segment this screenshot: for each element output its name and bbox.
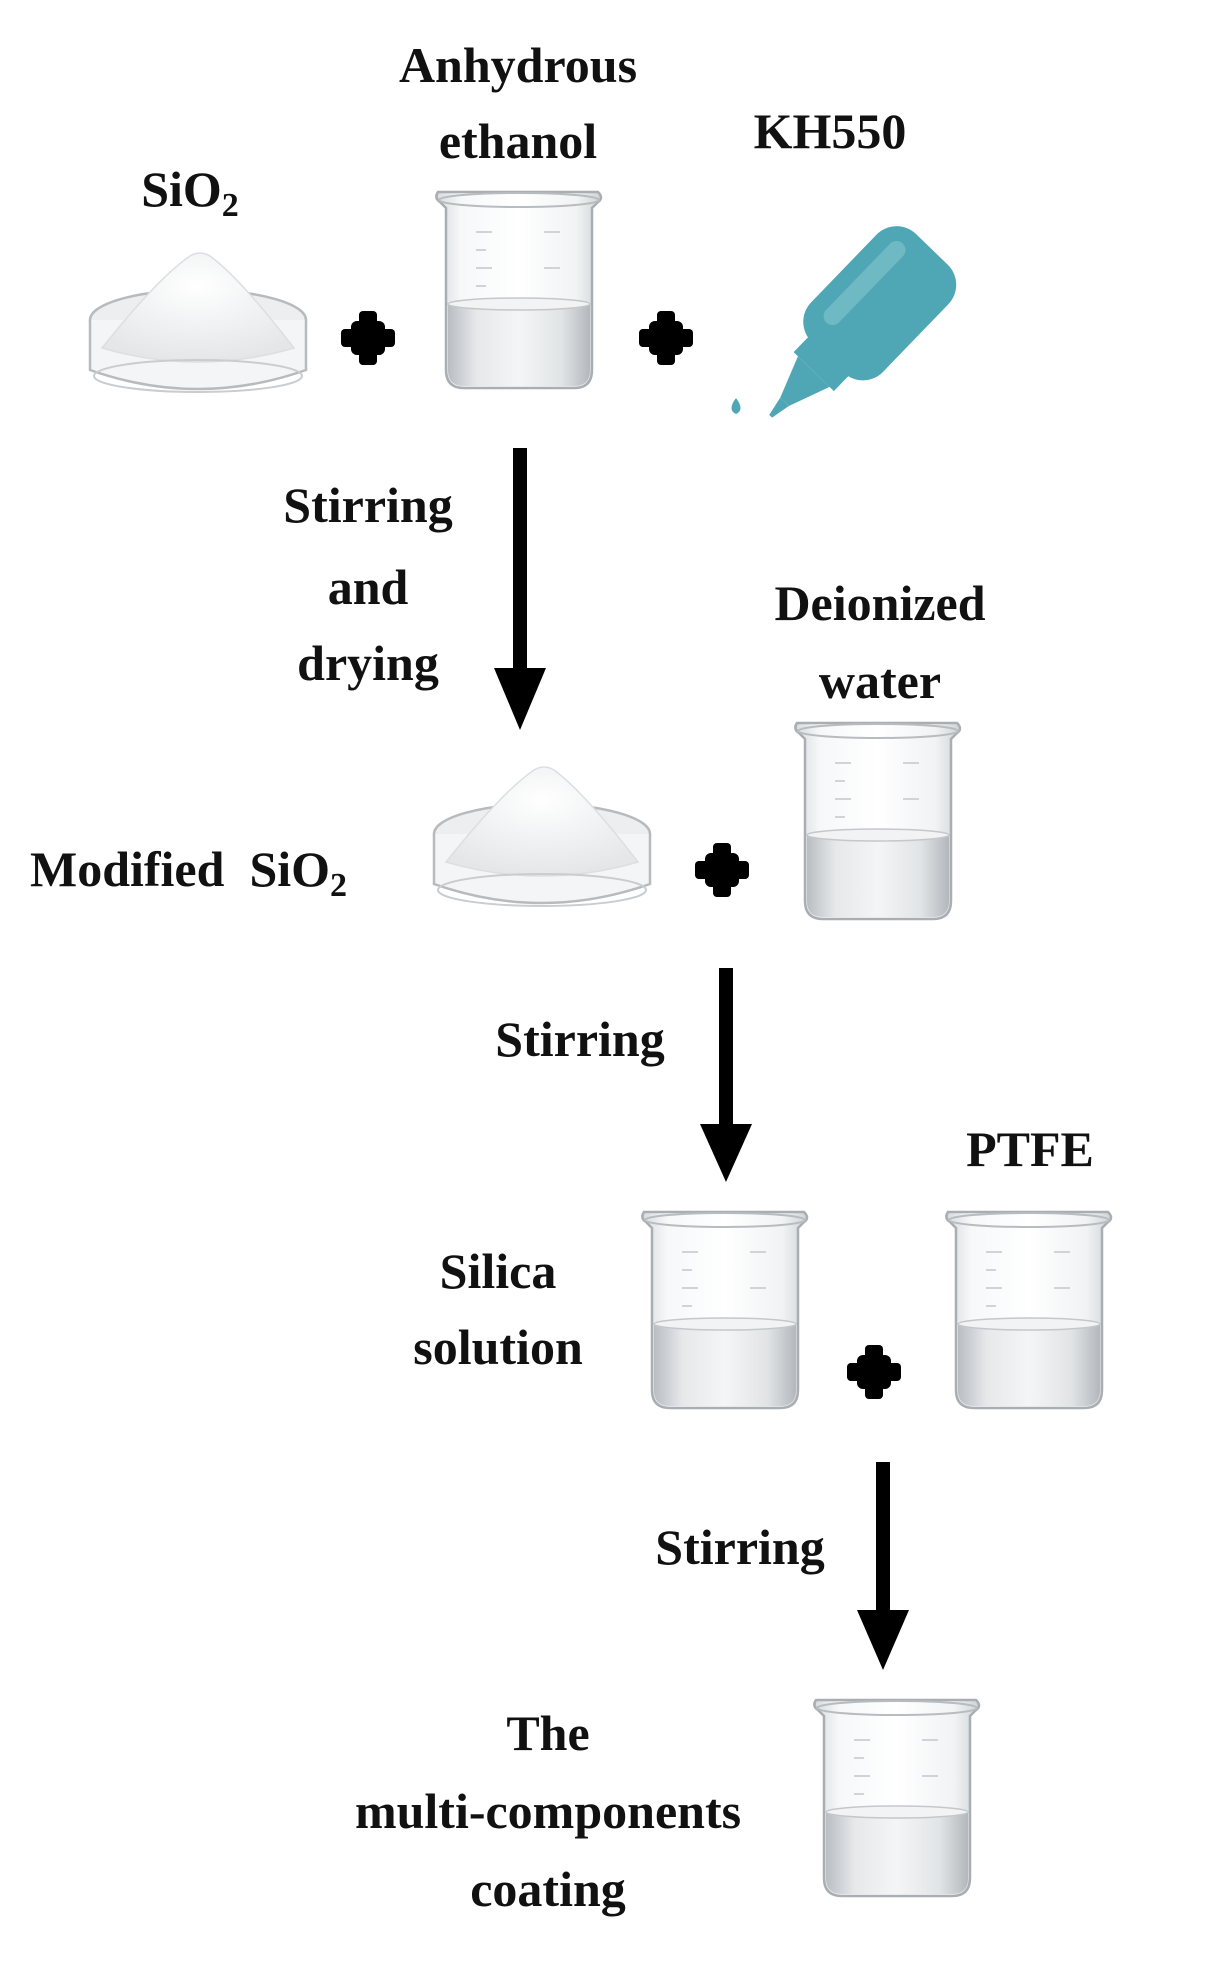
step1-label-line3: drying: [297, 635, 439, 691]
step1-label-line1: Stirring: [283, 477, 453, 533]
step3-label: Stirring: [655, 1519, 825, 1575]
deionized-water-label-line1: Deionized: [774, 575, 986, 631]
plus-icon: [639, 311, 693, 365]
down-arrow-icon: [857, 1462, 909, 1670]
deionized-water-label-line2: water: [818, 653, 942, 709]
anhydrous-ethanol-beaker-icon: [435, 190, 603, 390]
final-coating-label-line2: multi-components: [354, 1783, 742, 1839]
silica-solution-label-line1: Silica: [439, 1243, 557, 1299]
deionized-water-beaker-icon: [794, 721, 962, 921]
down-arrow-icon: [494, 448, 546, 730]
anhydrous-ethanol-label-line2: ethanol: [438, 113, 598, 169]
kh550-label: KH550: [753, 103, 907, 159]
step1-label-line2: and: [327, 559, 409, 615]
sio2-label: SiO2: [141, 161, 239, 224]
down-arrow-icon: [700, 968, 752, 1182]
final-coating-label-line3: coating: [470, 1861, 626, 1917]
plus-icon: [847, 1345, 901, 1399]
sio2-dish-icon: [88, 251, 308, 394]
ptfe-label: PTFE: [966, 1121, 1094, 1177]
plus-icon: [341, 311, 395, 365]
silica-solution-label-line2: solution: [413, 1319, 583, 1375]
step2-label: Stirring: [495, 1011, 665, 1067]
modified-sio2-dish-icon: [432, 765, 652, 908]
final-coating-label-line1: The: [506, 1705, 590, 1761]
dropper-bottle-icon: [769, 226, 957, 418]
droplet-icon: [731, 398, 741, 414]
silica-solution-beaker-icon: [641, 1210, 809, 1410]
final-coating-beaker-icon: [813, 1698, 981, 1898]
plus-icon: [695, 843, 749, 897]
anhydrous-ethanol-label-line1: Anhydrous: [398, 37, 638, 93]
modified-sio2-label: Modified SiO2: [30, 841, 348, 904]
ptfe-beaker-icon: [945, 1210, 1113, 1410]
